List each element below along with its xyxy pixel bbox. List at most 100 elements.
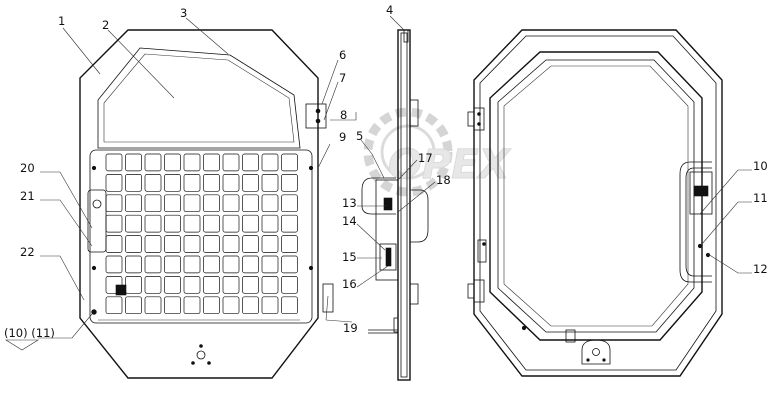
back-handle bbox=[679, 161, 712, 283]
mesh-cell bbox=[105, 153, 123, 172]
mesh-cell bbox=[105, 255, 123, 274]
mesh-cell bbox=[144, 235, 162, 253]
mesh-cell bbox=[183, 235, 201, 253]
mesh-cell bbox=[105, 214, 123, 233]
watermark: OPEX bbox=[363, 107, 512, 197]
callout-4: 4 bbox=[386, 3, 393, 17]
mesh-cell bbox=[242, 153, 259, 172]
callout-8: 8 bbox=[340, 108, 347, 122]
callout-2: 2 bbox=[102, 18, 109, 32]
mesh-cell bbox=[222, 174, 240, 192]
mesh-cell bbox=[261, 296, 279, 315]
mesh-cell bbox=[242, 255, 259, 274]
mesh-cell bbox=[261, 194, 279, 213]
callout-18: 18 bbox=[436, 173, 451, 187]
callout-22: 22 bbox=[20, 245, 35, 259]
mesh-cell bbox=[164, 153, 181, 172]
callout-7: 7 bbox=[339, 71, 346, 85]
mesh-cell bbox=[203, 153, 220, 172]
mesh-cell bbox=[281, 296, 298, 315]
mesh-cell bbox=[164, 255, 181, 274]
mesh-cell bbox=[164, 296, 181, 315]
mesh-cell bbox=[125, 214, 142, 233]
door-outer-frame bbox=[79, 29, 319, 379]
side-handle bbox=[361, 177, 396, 215]
door-back-outer-frame bbox=[473, 29, 723, 377]
mesh-cell bbox=[125, 255, 142, 274]
mesh-cell bbox=[261, 276, 279, 294]
mesh-cell bbox=[242, 174, 259, 192]
mesh-cell bbox=[125, 153, 142, 172]
lock-body bbox=[375, 179, 399, 281]
mesh-cell bbox=[105, 174, 123, 192]
mesh-cell bbox=[261, 235, 279, 253]
mesh-cell bbox=[281, 174, 298, 192]
callout-12: 12 bbox=[753, 262, 768, 276]
mesh-cell bbox=[183, 153, 201, 172]
callout-11: 11 bbox=[753, 191, 768, 205]
mesh-cell bbox=[242, 235, 259, 253]
mesh-cell bbox=[164, 276, 181, 294]
mesh-cell bbox=[281, 276, 298, 294]
handle-plate bbox=[87, 189, 107, 253]
mesh-cell bbox=[203, 214, 220, 233]
callout-17: 17 bbox=[418, 151, 433, 165]
drain-slot bbox=[565, 329, 576, 343]
mesh-cell bbox=[183, 174, 201, 192]
callout-19: 19 bbox=[343, 321, 358, 335]
mesh-cell bbox=[144, 194, 162, 213]
mesh-cell bbox=[144, 296, 162, 315]
side-panel bbox=[397, 29, 411, 381]
mesh-cell bbox=[242, 194, 259, 213]
door-back-view bbox=[467, 29, 723, 377]
mesh-cell bbox=[222, 194, 240, 213]
lock-cylinder bbox=[92, 199, 102, 209]
mesh-cell bbox=[261, 214, 279, 233]
mesh-cell bbox=[125, 235, 142, 253]
mesh-cell bbox=[125, 296, 142, 315]
mesh-cell bbox=[183, 296, 201, 315]
callout-15: 15 bbox=[342, 250, 357, 264]
mesh-cell bbox=[164, 194, 181, 213]
callout-9: 9 bbox=[339, 130, 346, 144]
callout-3: 3 bbox=[180, 6, 187, 20]
upper-glass-panel bbox=[97, 47, 301, 149]
mesh-cell bbox=[242, 214, 259, 233]
latch-block bbox=[689, 171, 713, 215]
vent-symbol bbox=[196, 350, 206, 360]
mesh-cell bbox=[183, 255, 201, 274]
mesh-panel bbox=[89, 149, 313, 324]
mesh-cell bbox=[281, 255, 298, 274]
mesh-cell bbox=[281, 214, 298, 233]
mesh-cell bbox=[203, 194, 220, 213]
mesh-cell bbox=[203, 255, 220, 274]
callout-10-11: (10) (11) bbox=[4, 326, 55, 340]
callout-1: 1 bbox=[58, 14, 65, 28]
mesh-cell bbox=[261, 153, 279, 172]
callout-labels: 1 2 3 4 5 6 7 8 9 10 11 12 13 14 15 16 1… bbox=[4, 3, 768, 351]
back-window-frame bbox=[489, 51, 703, 341]
callout-6: 6 bbox=[339, 48, 346, 62]
mesh-cell bbox=[164, 235, 181, 253]
mesh-cell bbox=[164, 174, 181, 192]
mesh-cell bbox=[203, 235, 220, 253]
mesh-cell bbox=[144, 214, 162, 233]
mesh-cell bbox=[261, 174, 279, 192]
mesh-cell bbox=[125, 174, 142, 192]
leader-lines bbox=[38, 15, 752, 339]
mesh-cell bbox=[203, 174, 220, 192]
mesh-cell bbox=[144, 174, 162, 192]
mesh-cell bbox=[222, 255, 240, 274]
mesh-cell bbox=[222, 296, 240, 315]
mesh-cell bbox=[105, 296, 123, 315]
mesh-cell bbox=[261, 255, 279, 274]
mesh-cell bbox=[125, 194, 142, 213]
mesh-cell bbox=[183, 276, 201, 294]
hinge-bottom bbox=[322, 283, 334, 313]
mesh-cell bbox=[242, 296, 259, 315]
mesh-cell bbox=[105, 194, 123, 213]
hinge-top bbox=[305, 103, 327, 129]
mesh-cell bbox=[281, 235, 298, 253]
mesh-cell bbox=[105, 235, 123, 253]
